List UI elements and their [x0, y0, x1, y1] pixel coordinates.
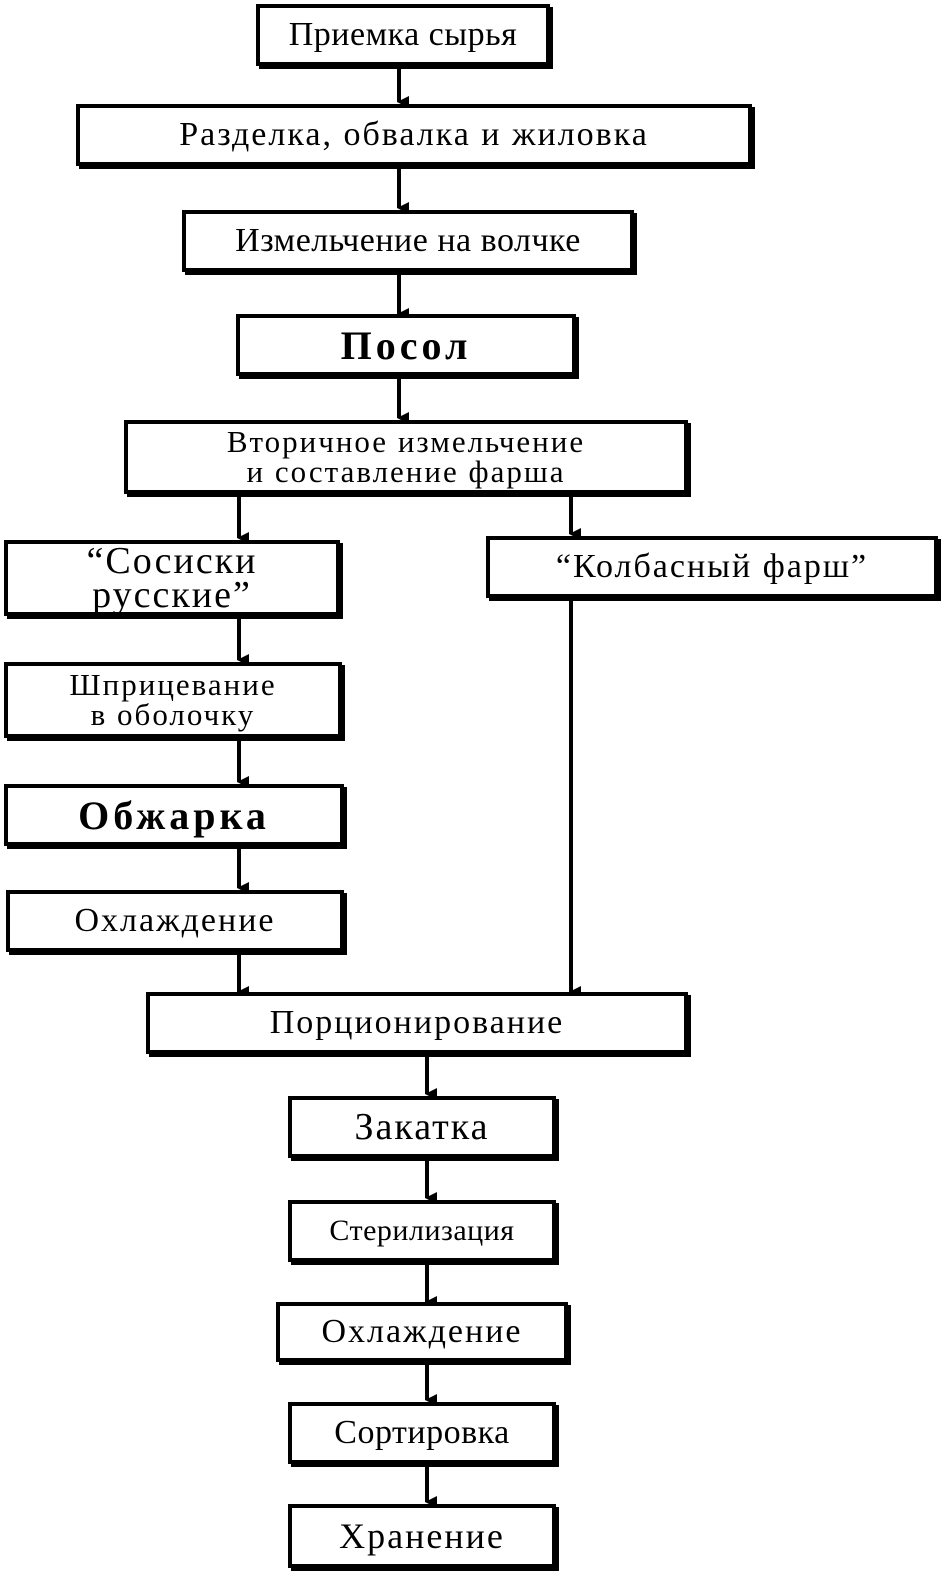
step-storage-label: Хранение	[339, 1516, 505, 1556]
step-sorting-label: Сортировка	[334, 1414, 510, 1451]
step-reception: Приемка сырья	[256, 4, 550, 66]
step-portioning: Порционирование	[146, 992, 688, 1054]
step-sausage-mince: “Колбасный фарш”	[486, 536, 938, 598]
step-salting: Посол	[236, 314, 576, 376]
step-reception-label: Приемка сырья	[288, 16, 518, 53]
step-cooling-2-label: Охлаждение	[321, 1313, 523, 1350]
step-storage: Хранение	[288, 1504, 556, 1568]
step-stuffing-casing-line1: Шприцевание	[69, 667, 277, 702]
step-sorting: Сортировка	[288, 1402, 556, 1464]
step-stuffing-casing-line2: в оболочку	[90, 697, 256, 732]
step-sausage-mince-label: “Колбасный фарш”	[555, 548, 869, 585]
step-cooling-1-label: Охлаждение	[74, 902, 276, 939]
step-salting-label: Посол	[340, 322, 472, 368]
step-secondary-grinding: Вторичное измельчение и составление фарш…	[124, 420, 688, 494]
step-secondary-grinding-line2: и составление фарша	[246, 454, 566, 489]
step-frying-label: Обжарка	[78, 792, 270, 838]
step-sausages-russian-line1: “Сосиски	[86, 540, 258, 582]
step-grinding-label: Измельчение на волчке	[235, 222, 581, 259]
step-cutting: Разделка, обвалка и жиловка	[76, 104, 752, 166]
step-secondary-grinding-line1: Вторичное измельчение	[226, 424, 586, 459]
step-grinding: Измельчение на волчке	[182, 210, 634, 272]
step-sausages-russian-line2: русские”	[92, 574, 252, 616]
step-cooling-1: Охлаждение	[6, 890, 344, 952]
step-sterilization-label: Стерилизация	[329, 1214, 515, 1247]
step-seaming: Закатка	[288, 1096, 556, 1158]
step-stuffing-casing: Шприцевание в оболочку	[4, 662, 342, 738]
step-sausages-russian: “Сосиски русские”	[4, 540, 340, 616]
step-portioning-label: Порционирование	[269, 1004, 565, 1041]
step-frying: Обжарка	[4, 784, 344, 846]
step-sterilization: Стерилизация	[288, 1200, 556, 1262]
step-cutting-label: Разделка, обвалка и жиловка	[179, 116, 649, 153]
step-seaming-label: Закатка	[354, 1106, 490, 1148]
step-cooling-2: Охлаждение	[276, 1302, 568, 1362]
